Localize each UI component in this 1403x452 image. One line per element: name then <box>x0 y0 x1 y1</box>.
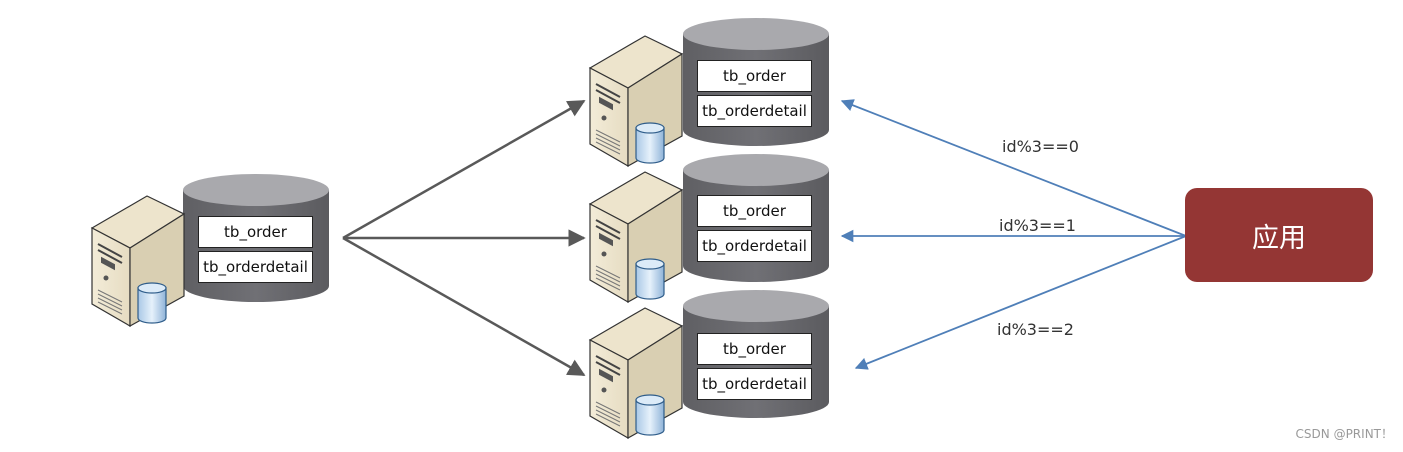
source-table-orderdetail: tb_orderdetail <box>198 251 313 283</box>
shard-1-table-order: tb_order <box>697 60 812 92</box>
shard-2-table-orderdetail: tb_orderdetail <box>697 230 812 262</box>
source-server-icon <box>91 195 185 327</box>
shard-1-server-icon <box>589 35 683 167</box>
rule-label-3: id%3==2 <box>997 320 1074 339</box>
route-arrow-1 <box>840 99 1187 237</box>
route-arrow-3 <box>854 235 1187 370</box>
rule-label-2: id%3==1 <box>999 216 1076 235</box>
shard-2-server-icon <box>589 171 683 303</box>
shard-database-1 <box>589 18 829 167</box>
source-table-order: tb_order <box>198 216 313 248</box>
split-arrow-1 <box>342 99 586 240</box>
shard-1-table-orderdetail: tb_orderdetail <box>697 95 812 127</box>
application-box: 应用 <box>1185 188 1373 282</box>
source-database <box>91 174 329 327</box>
shard-2-table-order: tb_order <box>697 195 812 227</box>
watermark: CSDN @PRINT！ <box>1295 427 1393 441</box>
shard-3-table-orderdetail: tb_orderdetail <box>697 368 812 400</box>
application-label: 应用 <box>1252 222 1306 254</box>
shard-database-2 <box>589 154 829 303</box>
shard-3-table-order: tb_order <box>697 333 812 365</box>
rule-label-1: id%3==0 <box>1002 137 1079 156</box>
shard-3-server-icon <box>589 307 683 439</box>
split-arrow-3 <box>342 236 586 377</box>
